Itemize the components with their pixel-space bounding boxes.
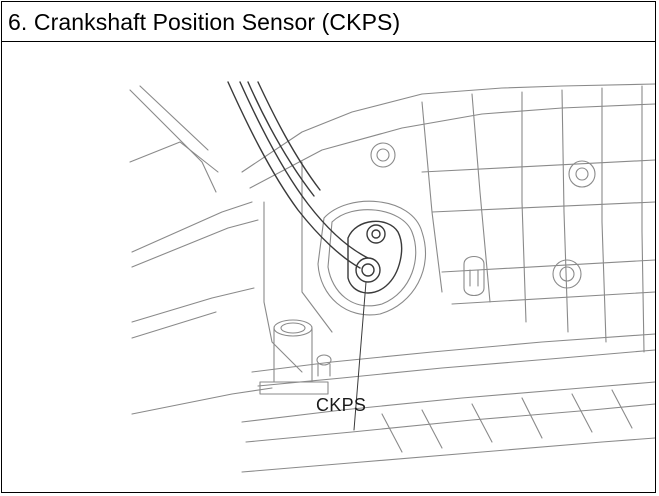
page-title: 6. Crankshaft Position Sensor (CKPS) [8,9,401,35]
sensor-cable-inner [239,81,369,259]
bolt-hole-2 [568,160,596,188]
sensor-body-inner [361,263,375,277]
cross-member-1 [421,159,655,173]
sensor-boss [327,209,417,307]
rib-3 [521,91,527,323]
title-bar: 6. Crankshaft Position Sensor (CKPS) [2,2,655,42]
mount-post [273,327,313,383]
pan-hatch-3 [471,403,493,443]
callout-leader [353,281,367,431]
bracket-left-upper-2 [139,85,209,151]
sensor-plate [347,220,403,294]
bracket-left-diag [129,141,219,173]
pan-hatch-1 [381,413,403,453]
mount-post-cap [273,319,313,337]
sensor-cable-outer [227,81,361,269]
slot-hole [463,255,485,297]
bracket-left-upper [129,89,217,193]
mount-base [259,381,329,395]
bolt-hole-1 [370,142,396,168]
sensor-mount-bolt [366,224,386,244]
sensor-boss-outer [317,200,427,316]
ckps-callout-label: CKPS [316,395,367,415]
rib-5 [601,87,607,343]
sensor-cable-side [247,81,315,197]
oil-pan-bottom [241,437,655,473]
bracket-left-lower-2 [131,311,217,339]
bolt-hole-3-inner [559,266,575,282]
engine-illustration [2,42,655,492]
rib-6 [641,85,645,353]
oil-pan-lower [241,381,655,423]
block-face-inner [301,161,333,333]
oil-pan-lower-2 [245,403,655,443]
rib-4 [561,89,569,333]
bracket-left-diag-3 [131,219,259,268]
rib-2 [471,93,491,303]
bolt-hole-3 [552,259,582,289]
block-face-left [263,201,303,373]
small-fitting-stem [317,363,331,377]
bracket-left-lower [131,287,255,323]
sensor-cable-side-2 [257,81,321,191]
oil-pan-top [251,333,655,373]
bolt-hole-2-inner [575,167,589,181]
engine-line-drawing [129,81,655,473]
sensor-mount-bolt-inner [371,229,381,239]
cross-member-3 [441,259,655,273]
bracket-left-diag-2 [131,201,253,253]
bracket-left-base [131,387,273,415]
cross-member-4 [451,291,655,305]
block-outline-top-2 [249,103,655,189]
pan-hatch-4 [521,397,543,439]
small-fitting [316,354,332,366]
pan-hatch-2 [421,409,443,449]
sensor-body [355,257,381,283]
oil-pan-top-2 [257,349,655,387]
mount-post-cap-inner [280,322,306,334]
block-outline-top [241,83,655,173]
pan-hatch-5 [571,393,593,433]
cross-member-2 [431,201,655,213]
slot-hole-inner [469,269,479,287]
bolt-hole-1-inner [376,148,390,162]
pan-hatch-6 [611,389,633,429]
